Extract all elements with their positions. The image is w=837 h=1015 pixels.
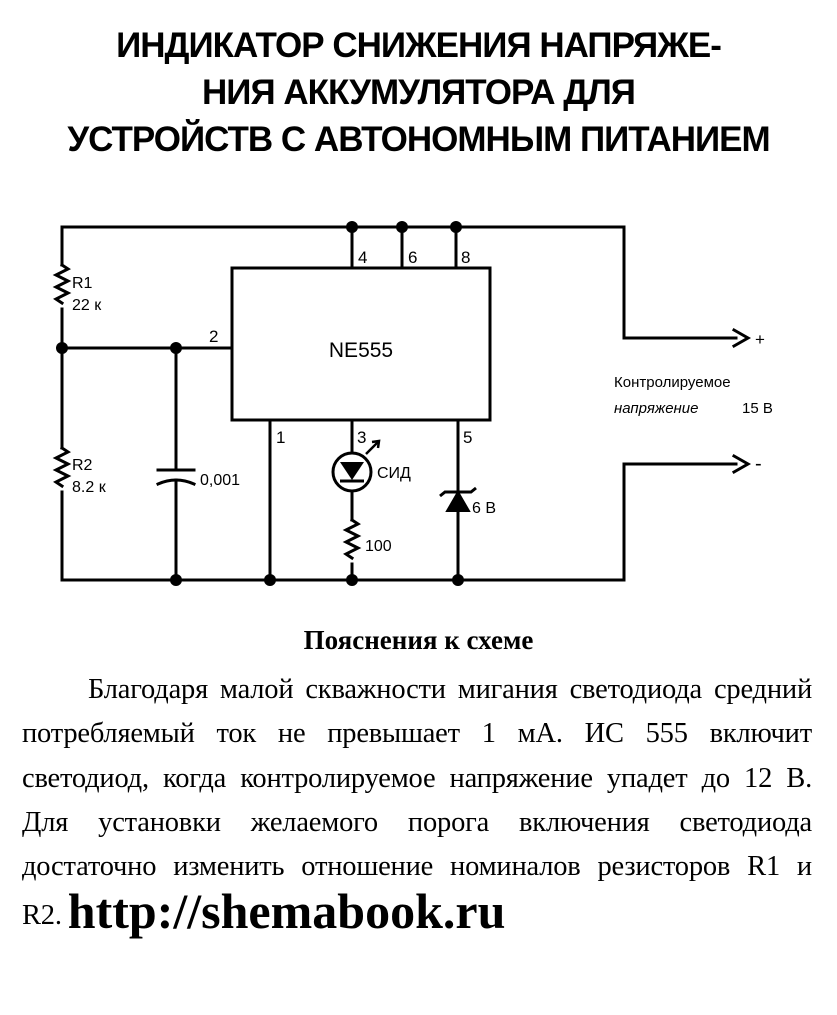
led-label: СИД: [377, 465, 411, 482]
pin-8-label: 8: [461, 248, 470, 267]
ne555-chip: [230, 266, 492, 422]
ic-label: NE555: [329, 339, 393, 362]
source-url: http://shemabook.ru: [67, 883, 506, 940]
bottom-rail-wire: [60, 462, 738, 582]
monitored-voltage-value: 15 В: [742, 400, 773, 417]
capacitor-value: 0,001: [200, 472, 240, 489]
pin-2-label: 2: [209, 327, 218, 346]
r1-resistor: [52, 262, 72, 306]
junction-dots: [56, 221, 464, 586]
zener-diode-symbol: [439, 486, 477, 512]
zener-value: 6 В: [472, 500, 496, 517]
led-resistor: [342, 517, 362, 561]
output-plus-arrow: [731, 327, 752, 349]
r1-name: R1: [72, 275, 93, 292]
circuit-schematic: NE555 4 6 8 2 1 3 5 R1 22 к R2 8.2 к 0,0…: [52, 221, 773, 586]
r2-name: R2: [72, 457, 93, 474]
monitored-voltage-label-2: напряжение: [614, 400, 698, 417]
pin-1-label: 1: [276, 428, 285, 447]
title-line-2: НИЯ АККУМУЛЯТОРА ДЛЯ: [202, 73, 636, 112]
explanation-body: Благодаря малой скважности мигания свето…: [22, 674, 812, 932]
r2-value: 8.2 к: [72, 479, 107, 496]
output-plus-label: +: [755, 330, 765, 349]
explanation-text: Благодаря малой скважности мигания свето…: [22, 668, 812, 939]
page-title: ИНДИКАТОР СНИЖЕНИЯ НАПРЯЖЕ- НИЯ АККУМУЛЯ…: [0, 22, 837, 163]
output-minus-label: -: [755, 453, 762, 475]
pin-6-label: 6: [408, 248, 417, 267]
led-resistor-value: 100: [365, 538, 392, 555]
output-minus-arrow: [731, 453, 752, 475]
led-symbol: [331, 439, 381, 493]
r2-resistor: [52, 445, 72, 489]
r1-value: 22 к: [72, 297, 102, 314]
pin-4-label: 4: [358, 248, 367, 267]
top-rail-wire: [60, 225, 738, 340]
title-line-1: ИНДИКАТОР СНИЖЕНИЯ НАПРЯЖЕ-: [116, 26, 722, 65]
explanation-heading: Пояснения к схеме: [303, 625, 534, 655]
pin-5-label: 5: [463, 428, 472, 447]
pin-3-label: 3: [357, 428, 366, 447]
monitored-voltage-label-1: Контролируемое: [614, 374, 731, 391]
title-line-3: УСТРОЙСТВ С АВТОНОМНЫМ ПИТАНИЕМ: [67, 120, 770, 159]
